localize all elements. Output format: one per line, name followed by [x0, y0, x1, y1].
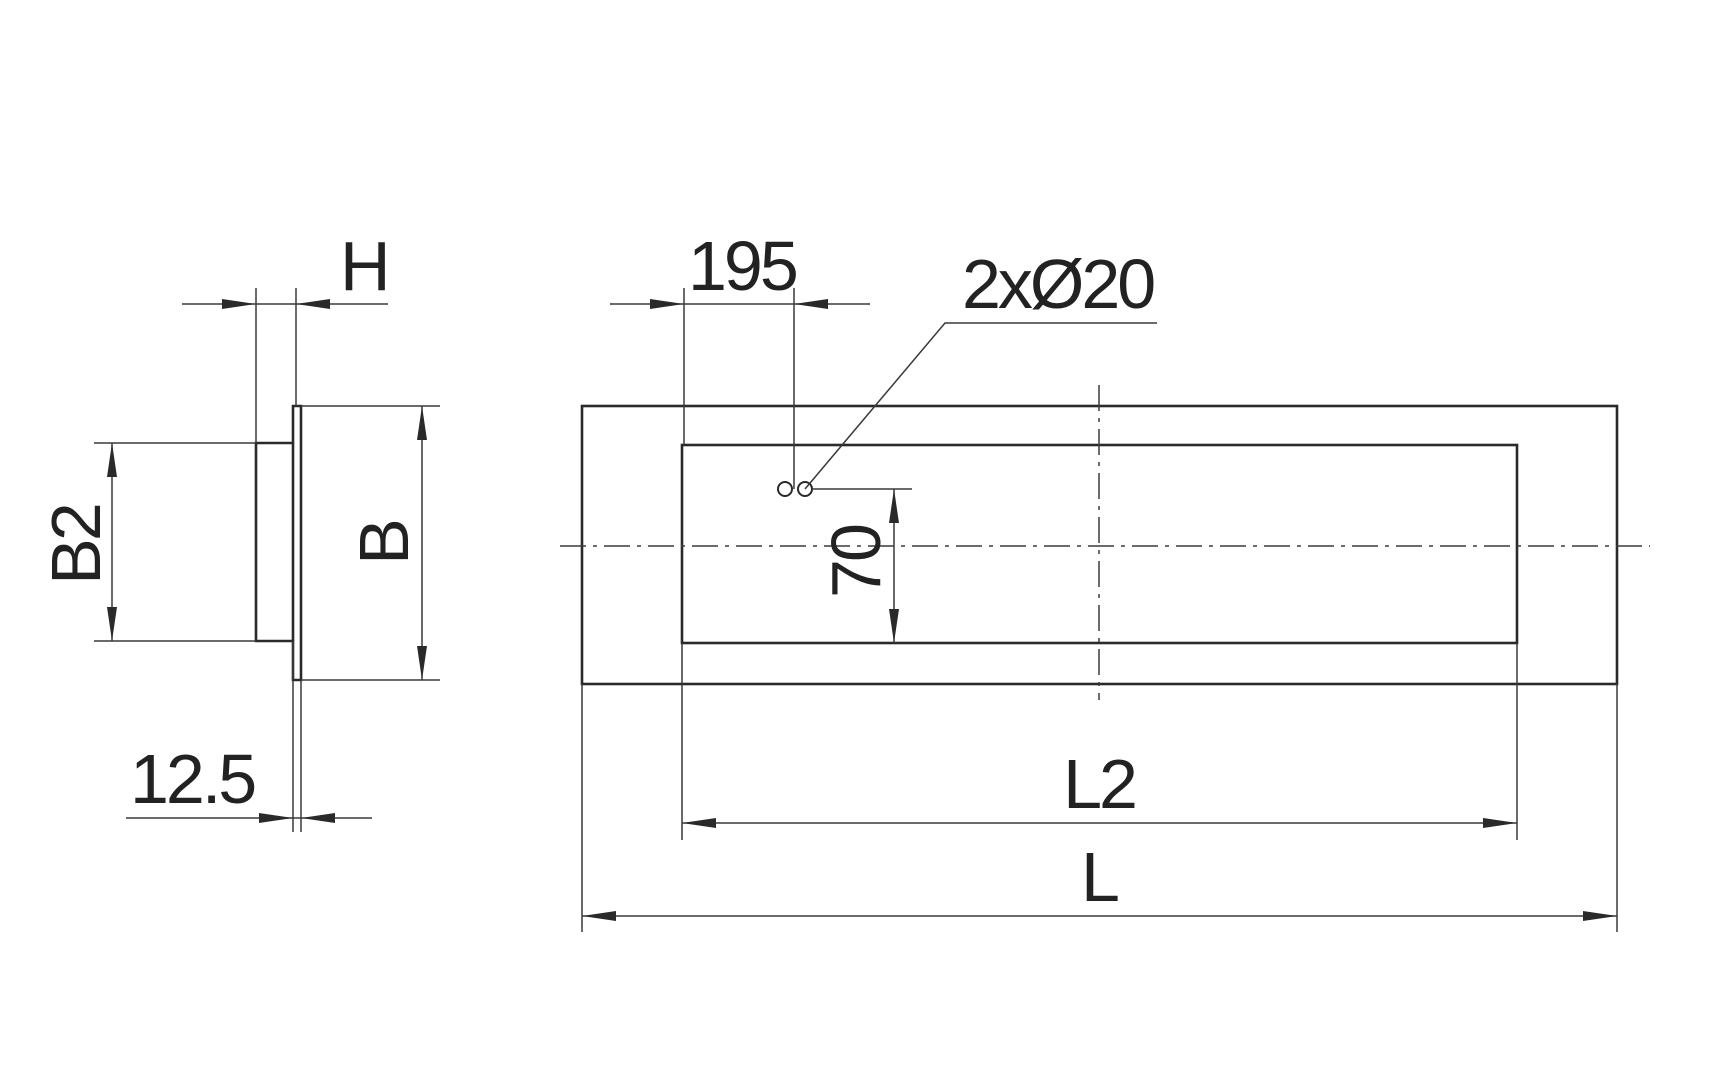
- dim70-label: 70: [817, 525, 895, 598]
- l-arrow-right: [1583, 911, 1617, 921]
- l-label: L: [1081, 838, 1118, 916]
- b-arrow-top: [417, 406, 427, 440]
- l2-arrow-left: [682, 818, 716, 828]
- side-view: H B2 B 12.5: [37, 227, 440, 832]
- b-arrow-bottom: [417, 646, 427, 680]
- dim70-arrow-top: [889, 489, 899, 523]
- b2-arrow-bottom: [107, 607, 117, 641]
- dim195-arrow-right: [794, 299, 828, 309]
- h-arrow-left: [222, 299, 256, 309]
- l2-label: L2: [1063, 745, 1135, 823]
- dim195-label: 195: [688, 227, 796, 305]
- b-label: B: [345, 521, 423, 565]
- dim195-arrow-left: [650, 299, 684, 309]
- hole-left: [777, 481, 793, 497]
- holes-label: 2xØ20: [962, 245, 1154, 323]
- l2-arrow-right: [1483, 818, 1517, 828]
- h-label: H: [340, 227, 388, 305]
- h-arrow-right: [296, 299, 330, 309]
- offset-arrow-left: [259, 813, 293, 823]
- front-view: 195 2xØ20 70 L2 L: [560, 227, 1650, 932]
- dim70-arrow-bottom: [889, 609, 899, 643]
- l-arrow-left: [582, 911, 616, 921]
- offset-arrow-right: [301, 813, 335, 823]
- b2-label: B2: [37, 505, 115, 585]
- holes-leader: [804, 322, 1157, 490]
- b2-arrow-top: [107, 443, 117, 477]
- offset-label: 12.5: [130, 740, 254, 818]
